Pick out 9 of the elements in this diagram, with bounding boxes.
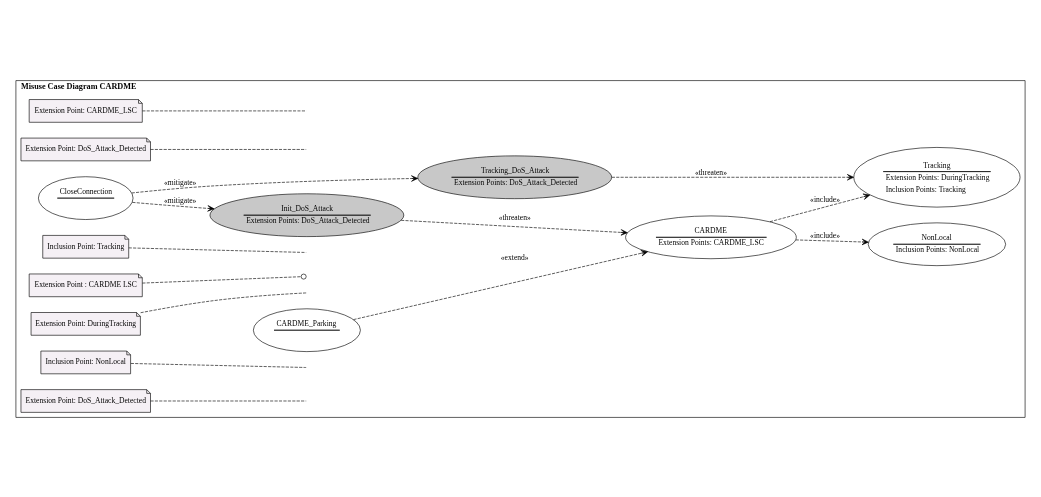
connector (150, 400, 307, 401)
arrow (131, 174, 419, 193)
arrow (769, 193, 871, 222)
connector (150, 148, 307, 150)
arrow (353, 249, 648, 320)
arrow (400, 219, 628, 236)
arrow (795, 238, 869, 245)
arrow (611, 173, 854, 180)
arrow (132, 201, 215, 212)
